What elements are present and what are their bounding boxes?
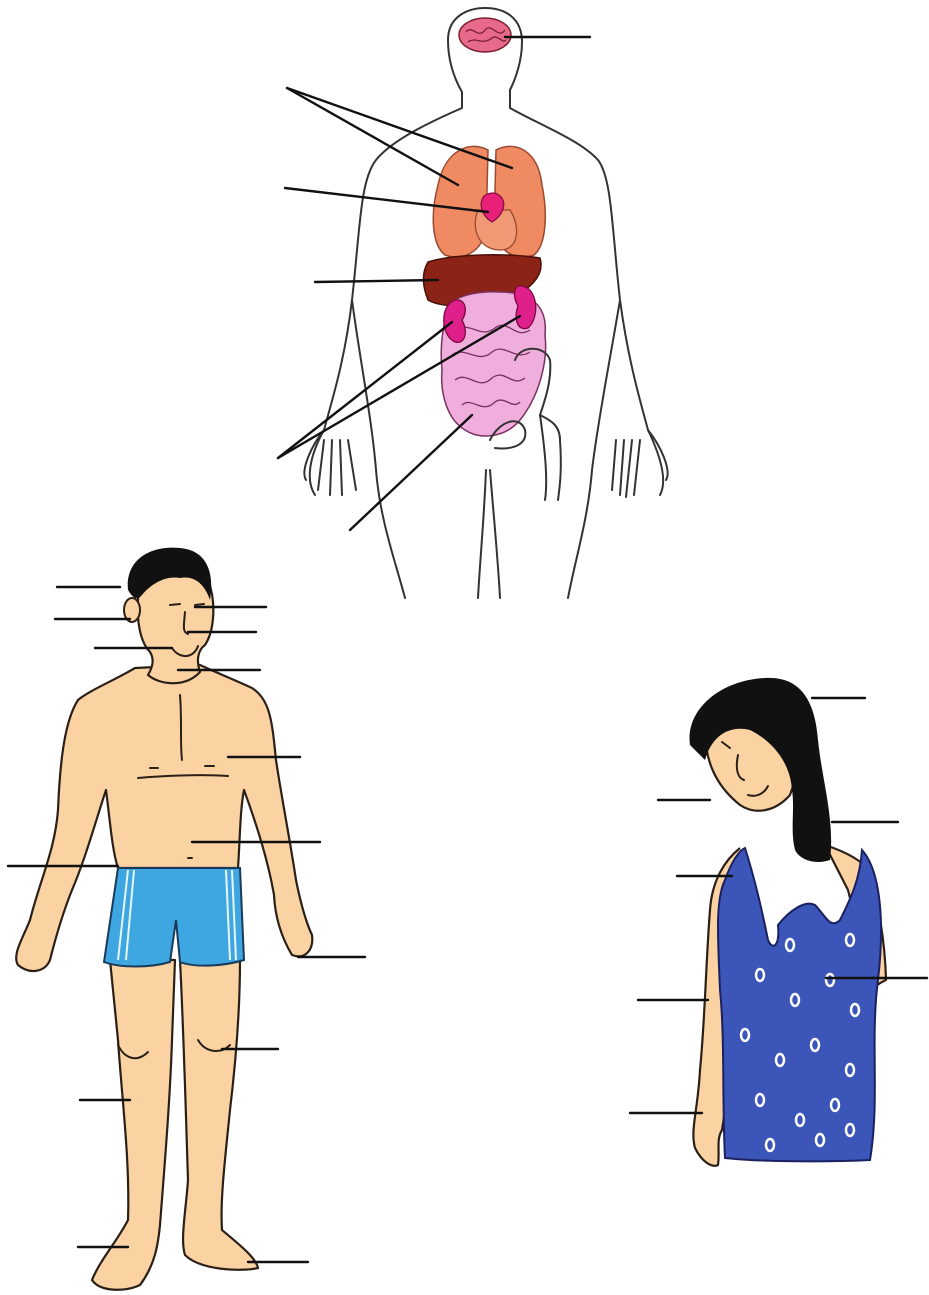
right-hand-outline (612, 430, 668, 497)
label-line-lungs-b (287, 88, 512, 168)
man-legs (92, 960, 258, 1290)
woman-figure (630, 678, 927, 1166)
label-line-intestines (350, 415, 472, 530)
label-line-lungs-a (287, 88, 458, 185)
organ-figure (278, 8, 668, 598)
label-line-kidneys-a (278, 322, 452, 458)
man-figure (8, 548, 365, 1290)
brain-icon (459, 18, 511, 52)
label-line-liver (315, 280, 438, 282)
man-shorts (104, 868, 244, 967)
